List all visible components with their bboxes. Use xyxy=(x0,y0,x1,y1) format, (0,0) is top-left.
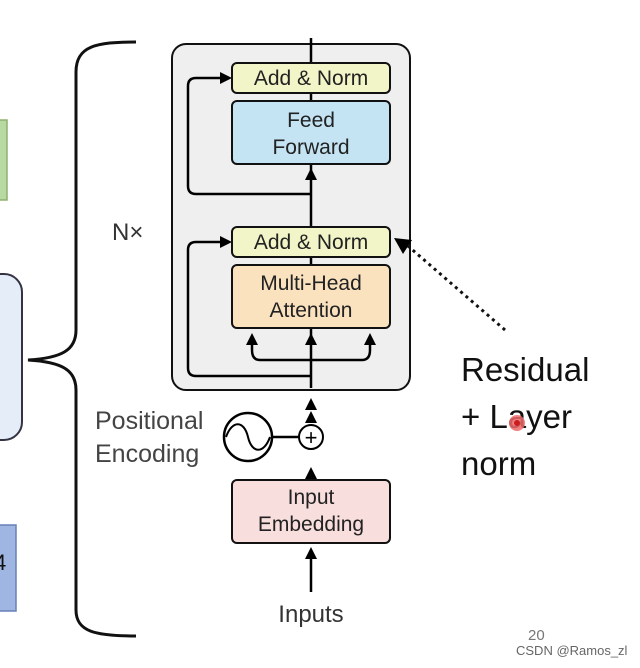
encoder-block-panel xyxy=(171,43,411,391)
arrow-into-feedforward xyxy=(305,168,317,180)
plus-symbol: + xyxy=(305,425,318,450)
left-light-box xyxy=(0,273,23,441)
left-partial-char: 4 xyxy=(0,550,6,575)
callout-arrowhead xyxy=(394,238,412,254)
attention-label-line2: Attention xyxy=(270,299,353,322)
arrow-attn-left xyxy=(246,333,258,345)
inputs-label: Inputs xyxy=(278,601,343,628)
add-norm-top-label: Add & Norm xyxy=(254,67,368,90)
arrow-into-attention xyxy=(305,333,317,345)
positional-label-line1: Positional xyxy=(95,407,203,435)
residual-path-top xyxy=(186,76,311,196)
laser-pointer-core xyxy=(514,420,520,426)
add-norm-bottom-box xyxy=(231,226,391,258)
left-green-box xyxy=(0,119,8,201)
left-curly-brace xyxy=(27,40,137,638)
add-norm-top-box xyxy=(231,62,391,94)
attention-split-lines xyxy=(250,342,372,362)
arrow-into-embedding-bottom xyxy=(305,547,317,559)
watermark: CSDN @Ramos_zl xyxy=(516,643,628,658)
feed-forward-label-line1: Feed xyxy=(287,109,335,132)
residual-path-bottom xyxy=(186,240,311,378)
repeat-label: N× xyxy=(112,219,143,246)
arrow-into-embedding xyxy=(305,467,317,479)
arrow-into-panel xyxy=(305,398,317,410)
embedding-label-line2: Embedding xyxy=(258,513,364,536)
positional-label-line2: Encoding xyxy=(95,440,199,468)
left-blue-box xyxy=(0,524,17,612)
callout-dotted-line xyxy=(407,244,506,332)
arrow-residual-bottom xyxy=(220,236,232,248)
add-norm-bottom-label: Add & Norm xyxy=(254,231,368,254)
multi-head-attention-box xyxy=(231,264,391,329)
embedding-label-line1: Input xyxy=(288,486,335,509)
input-embedding-box xyxy=(231,479,391,544)
sine-wave-icon xyxy=(225,423,271,451)
callout-line1: Residual xyxy=(461,351,589,388)
slide-number: 20 xyxy=(528,627,545,644)
arrow-attn-right xyxy=(364,333,376,345)
arrow-residual-top xyxy=(220,72,232,84)
feed-forward-label-line2: Forward xyxy=(272,136,349,159)
callout-line3: norm xyxy=(461,445,536,482)
arrow-into-plus xyxy=(305,411,317,423)
attention-label-line1: Multi-Head xyxy=(260,272,362,295)
feed-forward-box xyxy=(231,100,391,165)
